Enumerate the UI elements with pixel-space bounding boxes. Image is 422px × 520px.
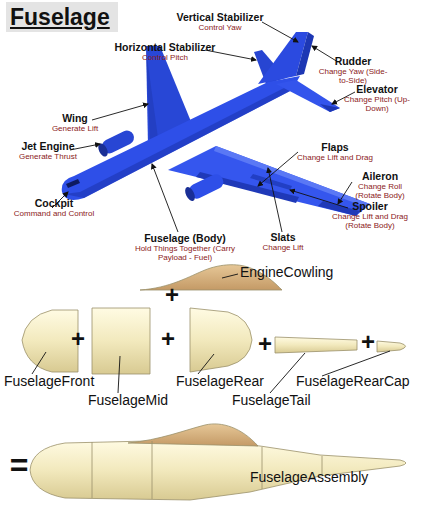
- plus-sign: +: [160, 282, 184, 308]
- leader-line: [258, 152, 298, 186]
- part-name: Elevator: [342, 84, 412, 96]
- part-label: EngineCowling: [240, 265, 333, 280]
- part-function: Generate Thrust: [8, 153, 88, 162]
- part-label: FuselageFront: [4, 374, 94, 389]
- leader-line: [222, 274, 238, 278]
- fuselage-body: [62, 76, 300, 200]
- part-label: FuselageRearCap: [296, 374, 410, 389]
- page-title: Fuselage: [6, 2, 118, 32]
- assembly-seam: [92, 442, 93, 498]
- part-function: Command and Control: [4, 210, 104, 219]
- part-function: Change Pitch (Up-Down): [342, 96, 412, 114]
- leader-line: [152, 164, 178, 232]
- leader-line: [198, 354, 214, 374]
- plus-sign: +: [156, 326, 180, 352]
- leader-line: [262, 22, 298, 42]
- elevator: [320, 104, 340, 112]
- part-function: Change Lift and Drag (Rotate Body): [322, 213, 418, 231]
- part-name: Slats: [248, 232, 318, 244]
- leader-line: [268, 168, 282, 232]
- leader-line: [290, 190, 348, 208]
- part-name: Cockpit: [4, 198, 104, 210]
- part-name: Fuselage (Body): [133, 233, 237, 245]
- assembly-seam: [152, 441, 153, 499]
- near-engine-intake: [183, 186, 197, 203]
- part-name: Flaps: [290, 142, 380, 154]
- part-function: Change Lift and Drag: [290, 154, 380, 163]
- part-label: FuselageMid: [88, 393, 168, 408]
- fuselage-rear-cap-shape: [377, 341, 406, 352]
- fuselage-assembly-shape: [30, 440, 406, 500]
- part-name: Aileron: [344, 171, 416, 183]
- part-function: Generate Lift: [40, 125, 110, 134]
- fuselage-mid-shape: [92, 308, 150, 374]
- part-function: Change Yaw (Side-to-Side): [318, 68, 388, 86]
- leader-line: [338, 182, 352, 204]
- near-horizontal-stabilizer: [276, 80, 340, 112]
- part-label: FuselageRear: [176, 374, 264, 389]
- equals-sign: =: [4, 448, 34, 483]
- part-name: Jet Engine: [8, 141, 88, 153]
- part-name: Spoiler: [322, 201, 418, 213]
- assembly-cowling-shape: [128, 424, 258, 446]
- plus-sign: +: [66, 326, 90, 352]
- plus-sign: +: [356, 329, 380, 355]
- part-name: Rudder: [318, 56, 388, 68]
- part-label: FuselageTail: [232, 393, 311, 408]
- leader-line: [322, 351, 390, 376]
- leader-line: [118, 356, 120, 393]
- part-function: Control Pitch: [100, 54, 230, 63]
- leader-line: [32, 352, 46, 374]
- plus-sign: +: [253, 331, 277, 357]
- far-wing-shade: [146, 50, 158, 142]
- part-function: Change Lift: [248, 244, 318, 253]
- part-label: FuselageAssembly: [250, 470, 368, 485]
- fuselage-front-shape: [22, 310, 78, 372]
- cockpit-window: [66, 179, 80, 188]
- part-function: Hold Things Together (Carry Payload - Fu…: [133, 245, 237, 263]
- part-function: Control Yaw: [160, 24, 280, 33]
- vertical-stabilizer: [258, 32, 308, 84]
- part-function: Change Roll (Rotate Body): [344, 183, 416, 201]
- airplane: [62, 32, 370, 216]
- leader-line: [312, 46, 338, 62]
- fuselage-rear-shape: [190, 308, 252, 372]
- part-name: Horizontal Stabilizer: [100, 42, 230, 54]
- fuselage-tail-shape: [275, 337, 357, 353]
- part-name: Wing: [40, 113, 110, 125]
- leader-line: [92, 104, 148, 120]
- part-name: Vertical Stabilizer: [160, 12, 280, 24]
- rudder: [296, 32, 314, 76]
